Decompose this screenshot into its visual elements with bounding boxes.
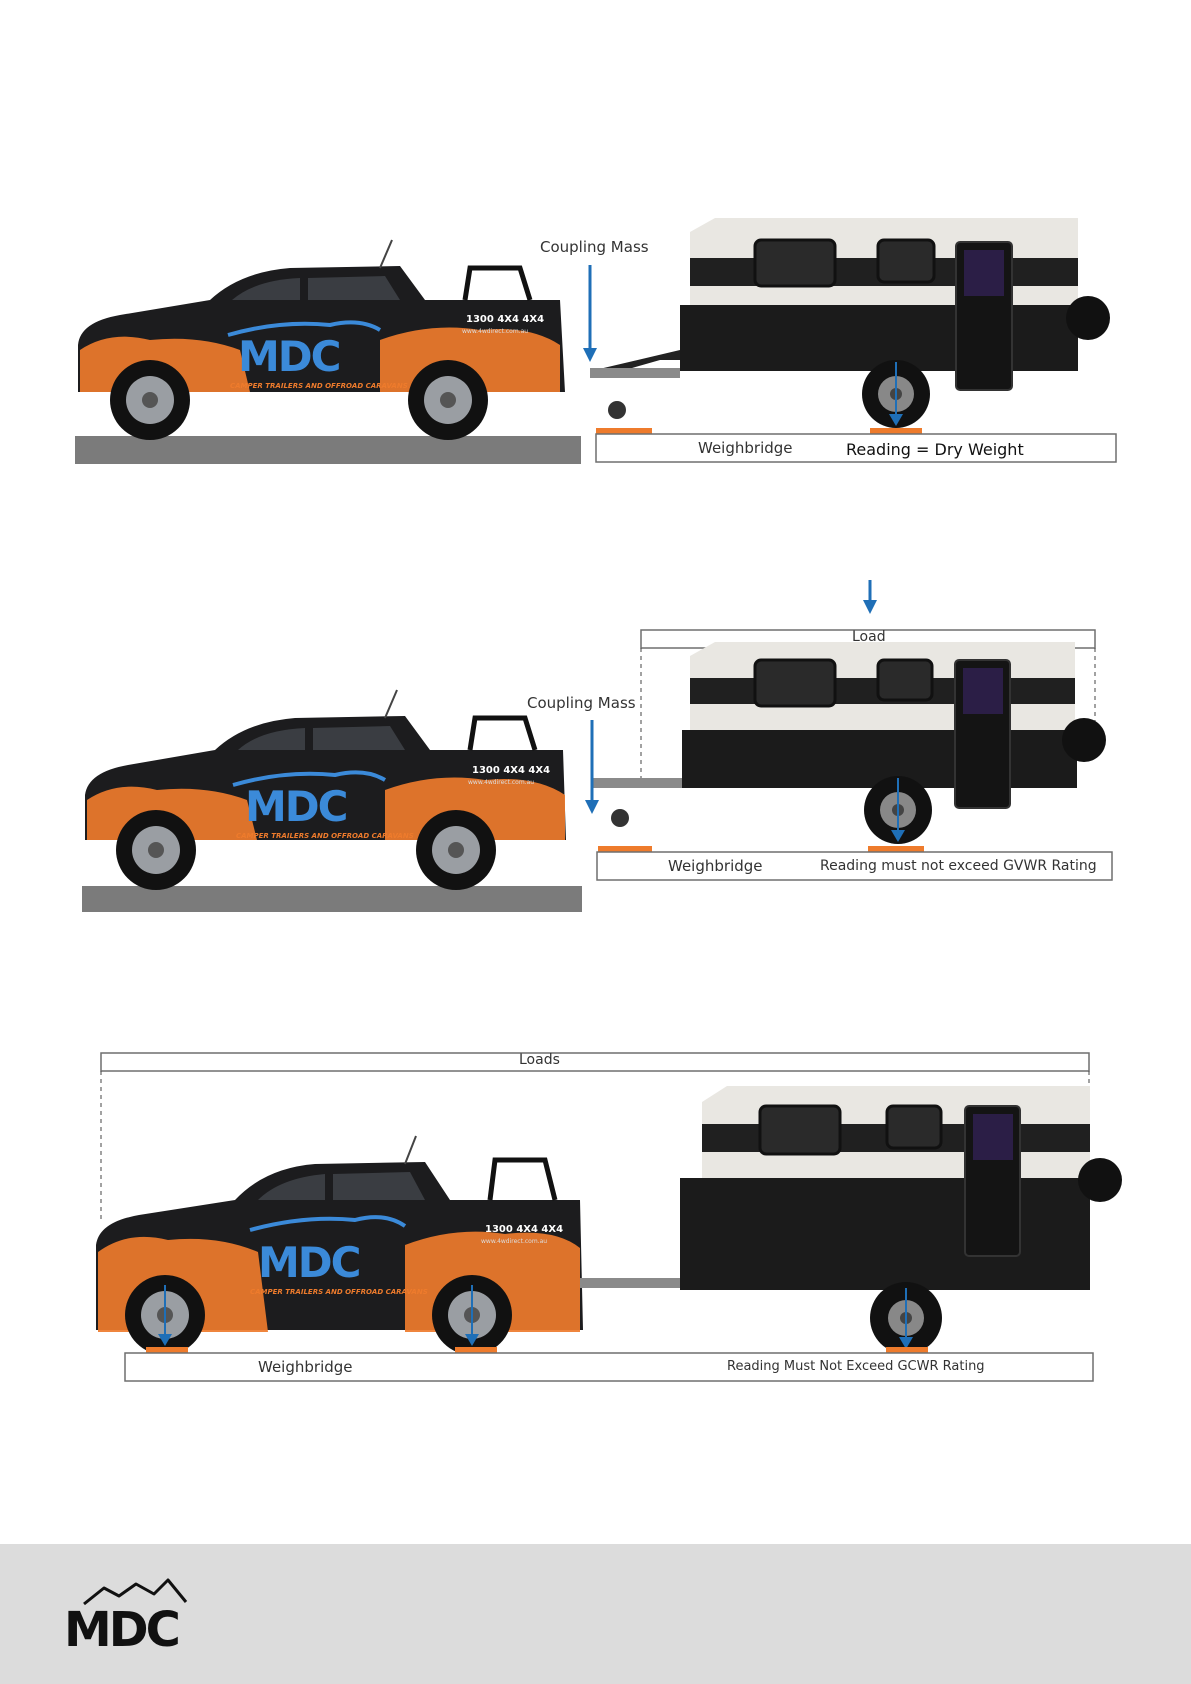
reading-label: Reading must not exceed GVWR Rating [820,858,1097,874]
vehicle-phone: 1300 4X4 4X4 [466,314,544,325]
footer-logo: MDC [64,1602,178,1658]
vehicle-tagline: CAMPER TRAILERS AND OFFROAD CARAVANS [230,382,408,390]
vehicle-website: www.4wdirect.com.au [481,1238,547,1245]
footer-bar: MDC [0,1544,1191,1684]
road [75,436,581,464]
vehicle-brand-logo: MDC [245,782,346,831]
vehicle-website: www.4wdirect.com.au [462,328,528,335]
scene-gvwr-drawing [0,560,1191,930]
caravan-trailer [590,218,1110,428]
scene-dry-weight: Coupling Mass Weighbridge Reading = Dry … [0,0,1191,470]
scene-gcwr-drawing [0,1040,1191,1400]
load-label: Load [852,629,886,645]
loads-box [101,1053,1089,1071]
loads-label: Loads [519,1052,560,1068]
vehicle-brand-logo: MDC [258,1238,359,1287]
vehicle-phone: 1300 4X4 4X4 [485,1224,563,1235]
reading-label: Reading = Dry Weight [846,440,1024,459]
coupling-mass-label: Coupling Mass [540,238,649,256]
reading-label: Reading Must Not Exceed GCWR Rating [727,1359,985,1374]
scene-gvwr: Load Coupling Mass Weighbridge Reading m… [0,560,1191,930]
scene-dry-weight-drawing [0,0,1191,470]
vehicle-tagline: CAMPER TRAILERS AND OFFROAD CARAVANS [250,1288,428,1296]
weighbridge-label: Weighbridge [698,439,793,457]
caravan-trailer [580,1086,1122,1354]
vehicle-tagline: CAMPER TRAILERS AND OFFROAD CARAVANS [236,832,414,840]
vehicle-brand-logo: MDC [238,332,339,381]
vehicle-website: www.4wdirect.com.au [468,779,534,786]
coupling-mass-label: Coupling Mass [527,694,636,712]
caravan-trailer [592,642,1106,844]
weighbridge-label: Weighbridge [258,1358,353,1376]
vehicle-phone: 1300 4X4 4X4 [472,765,550,776]
weighbridge-label: Weighbridge [668,857,763,875]
scene-gcwr: Loads Weighbridge Reading Must Not Excee… [0,1040,1191,1400]
